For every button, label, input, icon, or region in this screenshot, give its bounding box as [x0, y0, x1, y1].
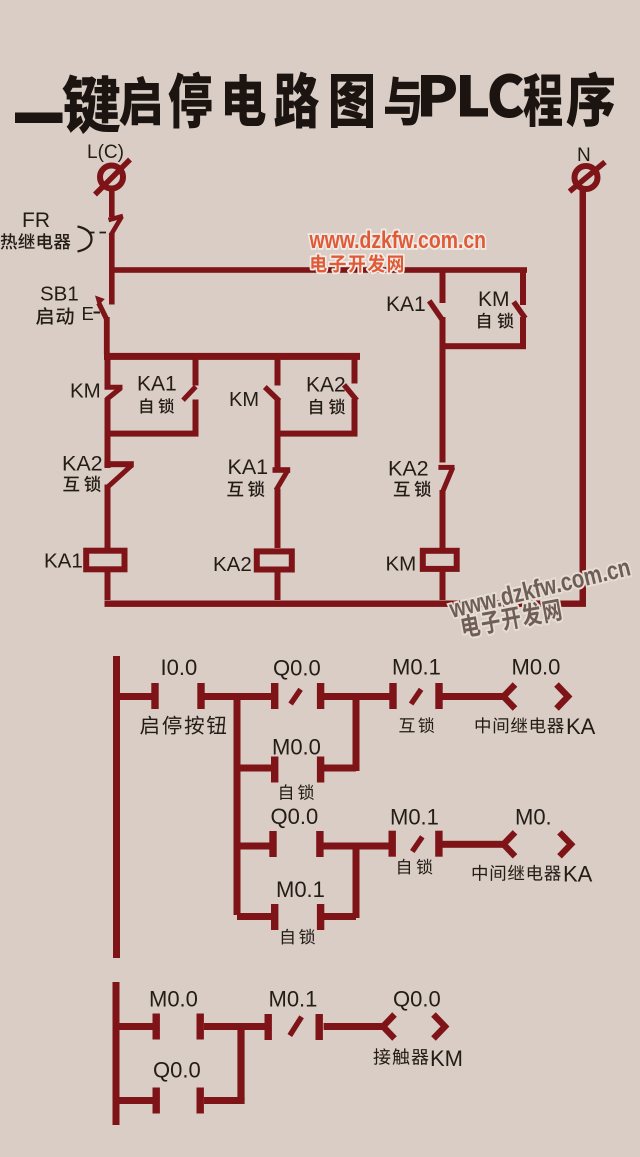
- svg-text:M0.1: M0.1: [390, 805, 439, 830]
- svg-text:M0.0: M0.0: [512, 655, 561, 680]
- svg-text:KA1: KA1: [137, 373, 177, 396]
- svg-text:Q0.0: Q0.0: [153, 1058, 201, 1083]
- svg-text:N: N: [577, 145, 591, 166]
- svg-text:KA: KA: [566, 714, 596, 739]
- svg-text:KA2: KA2: [213, 553, 252, 576]
- svg-text:M0.0: M0.0: [272, 735, 321, 760]
- svg-text:KA1: KA1: [44, 550, 83, 573]
- svg-text:KM: KM: [478, 288, 510, 311]
- svg-text:E: E: [82, 303, 94, 324]
- svg-text:L(C): L(C): [87, 142, 124, 163]
- svg-text:M0.0: M0.0: [149, 987, 198, 1012]
- svg-text:KA1: KA1: [386, 293, 426, 316]
- svg-text:KA: KA: [563, 862, 593, 887]
- svg-text:M0.1: M0.1: [392, 655, 441, 680]
- svg-text:KM: KM: [70, 380, 101, 403]
- svg-text:Q0.0: Q0.0: [273, 656, 321, 681]
- svg-text:KA2: KA2: [62, 452, 103, 476]
- svg-text:KA1: KA1: [228, 455, 269, 479]
- svg-text:M0.1: M0.1: [276, 877, 325, 902]
- svg-text:KA2: KA2: [306, 374, 346, 397]
- svg-text:KA2: KA2: [388, 457, 429, 481]
- svg-text:M0.: M0.: [515, 805, 552, 830]
- svg-text:SB1: SB1: [40, 283, 79, 306]
- svg-text:M0.1: M0.1: [269, 987, 318, 1012]
- svg-text:KM: KM: [229, 389, 259, 411]
- svg-text:Q0.0: Q0.0: [393, 987, 441, 1012]
- svg-text:Q0.0: Q0.0: [271, 804, 319, 829]
- svg-text:KM: KM: [430, 1046, 463, 1071]
- svg-text:I0.0: I0.0: [161, 655, 198, 680]
- svg-text:www.dzkfw.com.cn: www.dzkfw.com.cn: [309, 227, 486, 254]
- svg-text:FR: FR: [22, 209, 50, 232]
- svg-text:KM: KM: [386, 553, 417, 576]
